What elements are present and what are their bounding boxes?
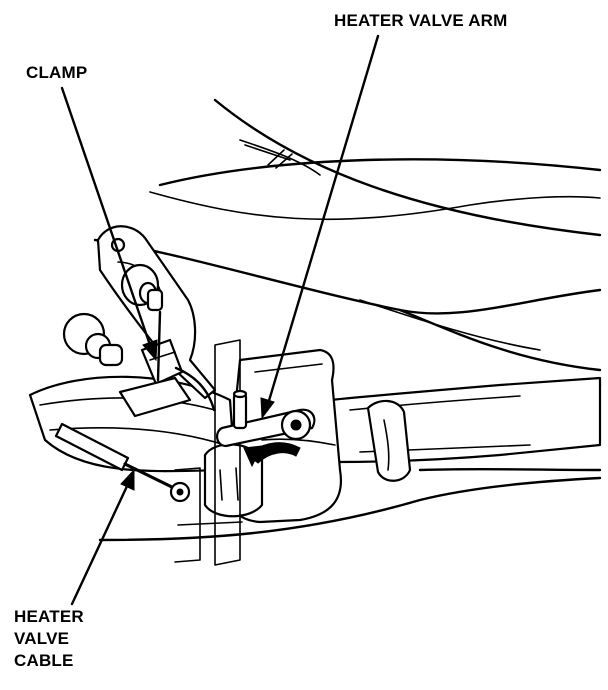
heater-valve-arm-label: HEATER VALVE ARM <box>334 11 508 30</box>
clamp-label: CLAMP <box>26 63 88 82</box>
leader-cable <box>70 468 135 606</box>
mounting-bracket <box>174 339 243 566</box>
heater-valve-cable-label-line-2: VALVE <box>14 629 70 648</box>
hose-clamp-right <box>366 399 412 482</box>
rotation-arrow <box>243 442 301 468</box>
leader-arm <box>260 34 380 420</box>
heater-valve-cable-label: HEATER VALVE CABLE <box>14 606 84 672</box>
grommet-upper <box>120 263 164 312</box>
firewall-panel <box>93 98 602 542</box>
heater-valve-arm <box>216 389 316 448</box>
grommet-lower <box>62 312 124 367</box>
heater-valve-cable-label-line-3: CABLE <box>14 651 74 670</box>
heater-valve-cable-label-line-1: HEATER <box>14 607 84 626</box>
leader-clamp <box>60 86 158 362</box>
heater-valve-cable <box>54 310 216 503</box>
